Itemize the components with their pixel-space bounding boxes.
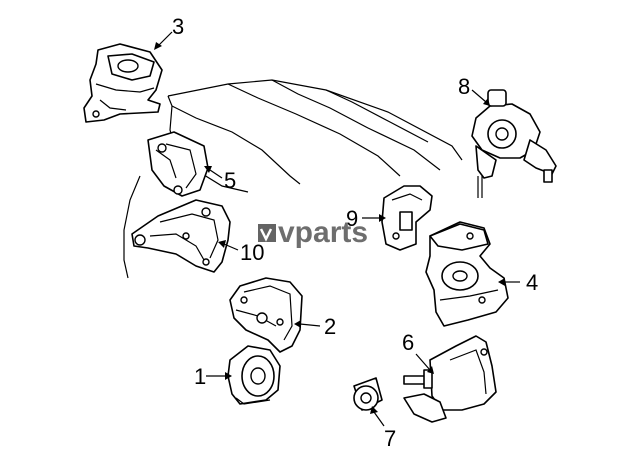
vparts-logo-icon [258,224,276,242]
callout-3: 3 [172,14,184,39]
callout-9: 9 [346,206,358,231]
leader-lines [154,31,520,427]
callout-6: 6 [402,330,414,355]
callout-5: 5 [224,168,236,193]
part-1-insulator [227,345,281,405]
watermark-text: vparts [278,216,368,249]
callout-1: 1 [194,364,206,389]
watermark: vparts [258,216,368,249]
callout-7: 7 [384,426,396,451]
callout-4: 4 [526,270,538,295]
part-2-bracket [229,277,303,353]
callout-10: 10 [240,240,264,265]
callout-2: 2 [324,314,336,339]
part-7-bushing [353,377,383,411]
part-5-bracket [147,131,209,197]
part-9-bracket [381,185,433,251]
part-8-mount [471,89,557,198]
callout-8: 8 [458,74,470,99]
part-4-mount [425,221,509,327]
part-3-bracket [83,43,163,123]
part-10-bracket [131,199,231,273]
part-6-bracket [403,335,497,423]
